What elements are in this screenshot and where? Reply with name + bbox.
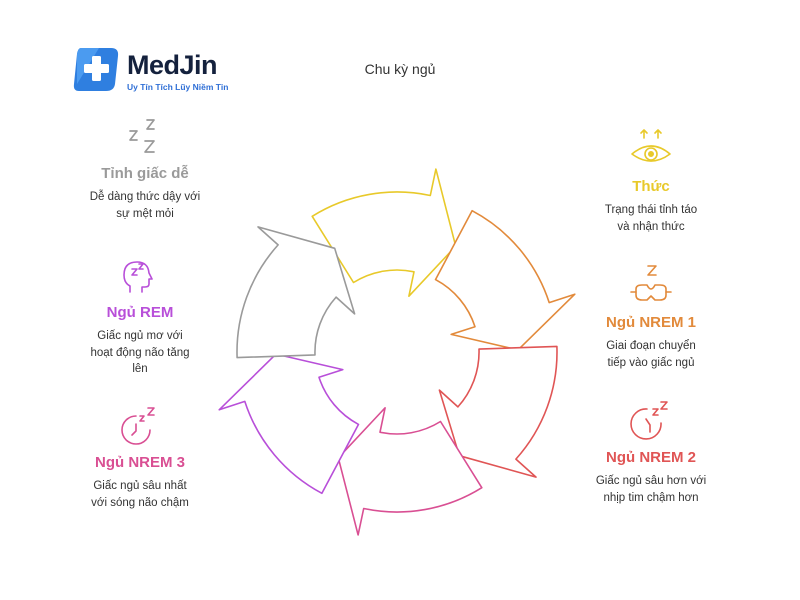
clock-sleep-icon	[630, 401, 668, 440]
brand-logo: MedJin Uy Tín Tích Lũy Niềm Tin	[71, 44, 241, 96]
stage-description-line: hoạt động não tăng	[90, 346, 190, 359]
stage-label: Ngủ NREM 3	[95, 454, 185, 471]
clock-sleep-icon	[121, 407, 155, 445]
zzz-icon	[129, 119, 155, 153]
stage-description: Giấc ngủ sâu nhất với sóng não chậm	[55, 478, 225, 511]
stage-label: Ngủ NREM 1	[606, 314, 696, 331]
cycle-arrow-tinh	[236, 226, 356, 359]
stage-thuc: Thức Trạng thái tỉnh táo và nhận thức	[566, 126, 736, 235]
stage-description-line: nhịp tim chậm hơn	[603, 491, 699, 504]
stage-description-line: và nhận thức	[617, 220, 685, 233]
stage-description-line: Dễ dàng thức dậy với	[89, 191, 201, 203]
stage-label: Thức	[632, 178, 670, 195]
stage-nrem1: Ngủ NREM 1 Giai đoạn chuyển tiếp vào giấ…	[566, 262, 736, 371]
stage-description-line: tiếp vào giấc ngủ	[607, 356, 695, 369]
stage-description-line: Giấc ngủ sâu hơn với	[595, 475, 707, 487]
cycle-arrow-nrem2	[438, 345, 558, 478]
cycle-arrow-nrem1	[434, 209, 576, 351]
head-dream-icon	[123, 261, 153, 293]
stage-description-line: Giai đoạn chuyển	[606, 340, 696, 352]
cycle-arrow-nrem3	[337, 407, 483, 536]
cycle-arrow-rem	[218, 353, 360, 495]
stage-description-line: Giấc ngủ mơ với	[97, 330, 183, 342]
stage-description-line: Trạng thái tỉnh táo	[604, 204, 698, 216]
stage-label: Ngủ NREM 2	[606, 449, 696, 466]
stage-nrem3: Ngủ NREM 3 Giấc ngủ sâu nhất với sóng nã…	[55, 404, 225, 511]
stage-description-line: lên	[132, 363, 148, 376]
stage-description: Giấc ngủ mơ với hoạt động não tăng lên	[55, 328, 225, 378]
brand-name: MedJin	[127, 50, 218, 80]
sleep-mask-icon	[630, 265, 672, 301]
diagram-title: Chu kỳ ngủ	[364, 61, 436, 77]
stage-description: Giấc ngủ sâu hơn với nhịp tim chậm hơn	[566, 473, 736, 506]
cycle-arrow-thuc	[311, 168, 457, 297]
stage-description-line: với sóng não chậm	[91, 496, 189, 509]
eye-icon	[631, 129, 671, 162]
stage-description: Giai đoạn chuyển tiếp vào giấc ngủ	[566, 338, 736, 371]
stage-description-line: sự mệt mỏi	[116, 207, 174, 220]
brand-tagline: Uy Tín Tích Lũy Niềm Tin	[127, 82, 229, 92]
stage-description: Dễ dàng thức dậy với sự mệt mỏi	[60, 189, 230, 222]
stage-nrem2: Ngủ NREM 2 Giấc ngủ sâu hơn với nhịp tim…	[566, 399, 736, 506]
stage-label: Tỉnh giấc dễ	[101, 165, 189, 182]
logo-cross-icon	[73, 48, 119, 91]
stage-description: Trạng thái tỉnh táo và nhận thức	[566, 202, 736, 235]
stage-description-line: Giấc ngủ sâu nhất	[93, 480, 187, 492]
stage-tinh-giac-de: Tỉnh giấc dễ Dễ dàng thức dậy với sự mệt…	[60, 115, 230, 222]
stage-rem: Ngủ REM Giấc ngủ mơ với hoạt động não tă…	[55, 256, 225, 378]
stage-label: Ngủ REM	[106, 304, 174, 321]
